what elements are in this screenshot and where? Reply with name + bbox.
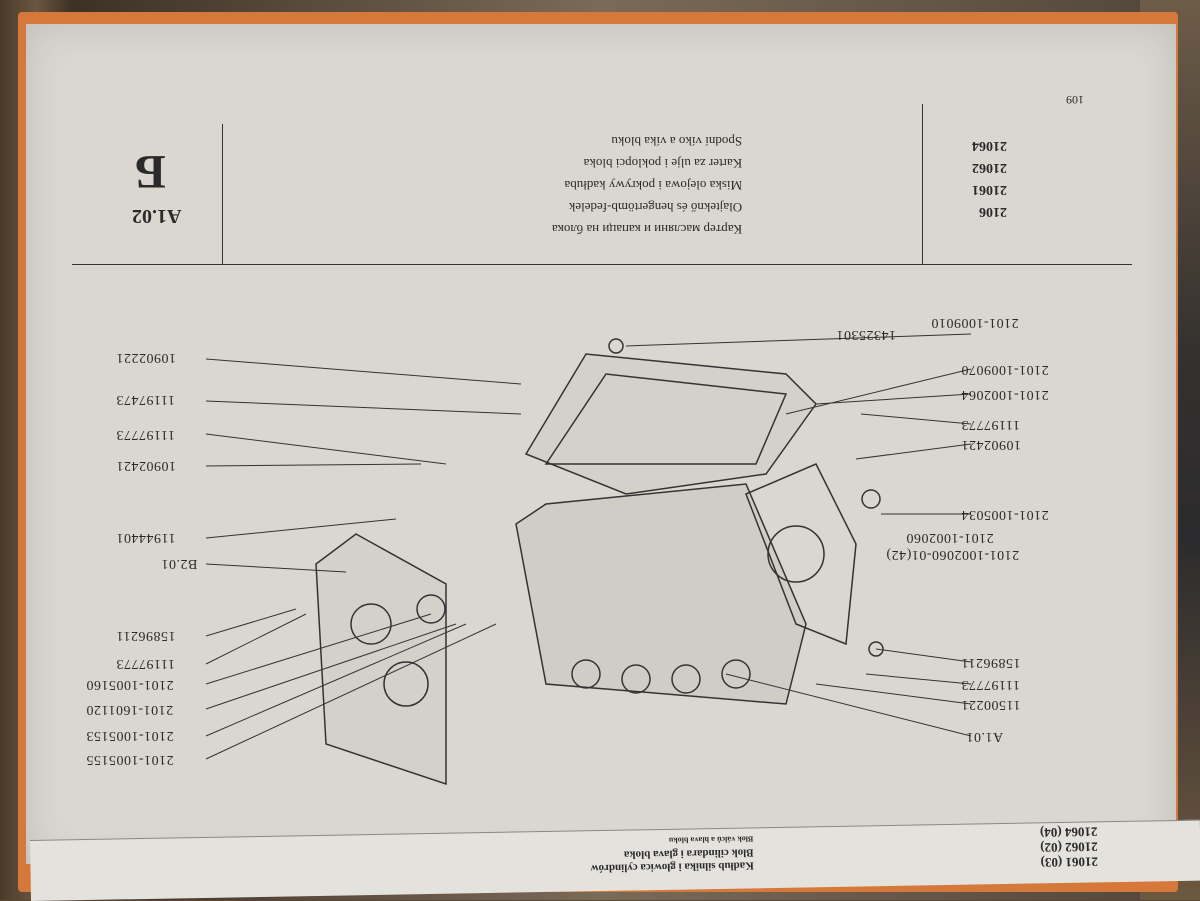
next-model: 21061 (03) <box>1040 854 1099 871</box>
part-label: 2101-1002064 <box>961 387 1049 402</box>
part-label: 2101-1009010 <box>931 315 1019 330</box>
part-label: 2101-1601120 <box>86 702 174 717</box>
exploded-diagram <box>205 333 972 786</box>
next-model: 21064 (04) <box>1039 824 1098 841</box>
part-label: 11197473 <box>116 392 175 407</box>
part-label: 15896211 <box>116 628 176 643</box>
part-label: 11197773 <box>116 427 175 442</box>
part-label: A1.01 <box>966 729 1004 744</box>
part-label: 10902421 <box>116 458 176 473</box>
part-label: 10902221 <box>116 350 176 365</box>
part-label: 2101-1005034 <box>961 507 1049 522</box>
part-label: 11197773 <box>961 677 1020 692</box>
part-label: 11944401 <box>116 530 176 545</box>
part-label: 2101-1002060-01(42) <box>886 547 1020 562</box>
book-page: A1.02 Б Картер масляни и капаци на блока… <box>26 24 1176 864</box>
next-title: Kadłub silnika i głowica cylindrów <box>590 859 754 875</box>
header-box: A1.02 Б Картер масляни и капаци на блока… <box>72 104 1132 265</box>
part-label: 11197773 <box>961 417 1020 432</box>
part-label: 10902421 <box>961 437 1021 452</box>
next-model: 21062 (02) <box>1040 839 1098 856</box>
rear-cover <box>315 533 447 786</box>
part-label: 2101-1005153 <box>86 728 174 743</box>
next-page-models: 21061 (03) 21062 (02) 21064 (04) <box>1040 824 1098 870</box>
part-label: 2101-1002060 <box>906 530 994 545</box>
front-cover <box>745 463 857 646</box>
engine-block <box>515 483 807 705</box>
oil-seal <box>416 594 446 624</box>
next-page-titles: Kadłub silnika i głowica cylindrów Blok … <box>590 832 754 875</box>
part-label: 2101-1009070 <box>961 362 1049 377</box>
part-label: B2.01 <box>161 556 198 571</box>
part-label: 2101-1005155 <box>86 752 174 767</box>
part-label: 15896211 <box>961 655 1021 670</box>
part-label: 14325301 <box>836 327 896 342</box>
part-label: 11500221 <box>961 697 1021 712</box>
part-label: 11197773 <box>116 656 175 671</box>
part-label: 2101-1005160 <box>86 677 174 692</box>
